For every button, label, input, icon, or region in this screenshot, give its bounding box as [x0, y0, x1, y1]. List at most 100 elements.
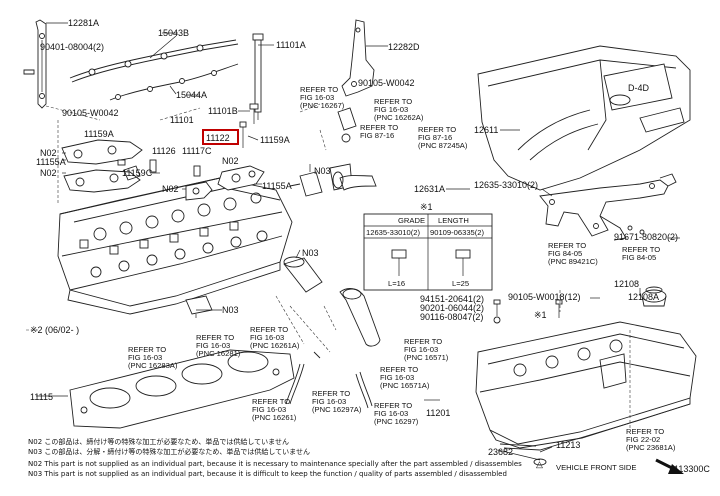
bolt-table-len1: L=16: [388, 279, 405, 288]
cover-logo: D-4D: [628, 83, 650, 93]
svg-text:REFER TO: REFER TO: [374, 97, 412, 106]
label-94151: 94151-20641(2): [420, 294, 484, 304]
svg-text:REFER TO: REFER TO: [380, 365, 418, 374]
svg-text:REFER TO: REFER TO: [312, 389, 350, 398]
svg-text:FIG 84-05: FIG 84-05: [548, 249, 582, 258]
svg-text:REFER TO: REFER TO: [548, 241, 586, 250]
bolt-table-col2: LENGTH: [438, 216, 469, 225]
cover-bracket-12631a: [539, 173, 677, 241]
svg-text:(PNC 16281): (PNC 16281): [196, 349, 241, 358]
label-11159a-right: 11159A: [260, 135, 290, 145]
label-n03-a: N03: [314, 166, 331, 176]
svg-text:FIG 16-03: FIG 16-03: [374, 105, 408, 114]
footnote-n03-en: N03 This part is not supplied as an indi…: [28, 470, 507, 478]
svg-text:FIG 16-03: FIG 16-03: [196, 341, 230, 350]
svg-text:REFER TO: REFER TO: [360, 123, 398, 132]
bolt-table-row2: 90109-06335(2): [430, 228, 485, 237]
label-12282d: 12282D: [388, 42, 420, 52]
bolt-11122: [239, 103, 259, 148]
svg-text:FIG 16-03: FIG 16-03: [128, 353, 162, 362]
leader-lines: [26, 22, 680, 461]
svg-text:REFER TO: REFER TO: [404, 337, 442, 346]
cam-caps-left: [61, 139, 143, 193]
sensor-pipes-center: [289, 107, 377, 197]
label-90116: 90116-08047(2): [420, 312, 483, 322]
figure-number: 113300C: [674, 464, 710, 474]
label-12631a: 12631A: [414, 184, 445, 194]
svg-text:FIG 16-03: FIG 16-03: [374, 409, 408, 418]
label-15043b: 15043B: [158, 28, 189, 38]
bolt-11101a: [252, 33, 264, 120]
label-note2: ※2 (06/02- ): [30, 325, 79, 335]
label-11159c: 11159C: [122, 168, 153, 178]
svg-text:(PNC 16571A): (PNC 16571A): [380, 381, 430, 390]
label-11155a-center: 11155A: [262, 181, 292, 191]
label-11213: 11213: [556, 440, 580, 450]
svg-text:(PNC 16262A): (PNC 16262A): [374, 113, 424, 122]
label-90105-a: 90105-W0042: [358, 78, 415, 88]
bolt-table-text: GRADE LENGTH 12635-33010(2) 90109-06335(…: [366, 216, 485, 288]
label-91671: 91671-80820(2): [614, 232, 678, 242]
svg-text:(PNC 16261A): (PNC 16261A): [250, 341, 300, 350]
label-n02-b: N02: [40, 168, 57, 178]
svg-text:(PNC 16283A): (PNC 16283A): [128, 361, 178, 370]
svg-text:FIG 87-16: FIG 87-16: [360, 131, 394, 140]
small-bolts-94151: [493, 299, 563, 324]
head-gasket-11115: [69, 349, 295, 429]
label-23682: 23682: [488, 447, 513, 457]
label-11159a-left: 11159A: [84, 129, 114, 139]
label-note1-b: ※1: [534, 310, 547, 320]
label-12108: 12108: [614, 279, 639, 289]
part-labels: 12281A 15043B 90401-08004(2) 11101A 1228…: [30, 18, 710, 474]
label-mark: △: [536, 459, 543, 469]
svg-text:(PNC 16297A): (PNC 16297A): [312, 405, 362, 414]
label-90105-c: 90105-W0018(12): [508, 292, 581, 302]
footnote-n02-en: N02 This part is not supplied as an indi…: [28, 460, 522, 468]
engine-cover-12611: D-4D: [477, 45, 691, 191]
gasket-11213: [499, 403, 691, 451]
svg-text:REFER TO: REFER TO: [626, 427, 664, 436]
head-cover-11201: [475, 321, 697, 449]
svg-text:FIG 87-16: FIG 87-16: [418, 133, 452, 142]
label-12281a: 12281A: [68, 18, 99, 28]
svg-text:(PNC 16261): (PNC 16261): [252, 413, 297, 422]
cam-caps-center: [123, 159, 265, 201]
label-11126: 11126: [152, 146, 176, 156]
svg-text:REFER TO: REFER TO: [128, 345, 166, 354]
label-11122: 11122: [206, 133, 230, 143]
svg-text:REFER TO: REFER TO: [374, 401, 412, 410]
oil-cap-12108a: [641, 286, 667, 307]
svg-text:FIG 16-03: FIG 16-03: [300, 93, 334, 102]
svg-text:FIG 16-03: FIG 16-03: [252, 405, 286, 414]
label-n03-b: N03: [302, 248, 319, 258]
label-n02-c: N02: [162, 184, 179, 194]
label-90401: 90401-08004(2): [40, 42, 104, 52]
gasket-23682: [533, 458, 547, 466]
label-12635: 12635-33010(2): [474, 180, 538, 190]
label-11101: 11101: [170, 115, 194, 125]
bracket-12281a: [23, 19, 47, 109]
svg-text:REFER TO: REFER TO: [300, 85, 338, 94]
svg-text:(PNC 16571): (PNC 16571): [404, 353, 449, 362]
svg-text:REFER TO: REFER TO: [196, 333, 234, 342]
label-15044a: 15044A: [176, 90, 207, 100]
label-90201: 90201-06044(2): [420, 303, 484, 313]
svg-text:FIG 16-03: FIG 16-03: [250, 333, 284, 342]
svg-text:(PNC 16297): (PNC 16297): [374, 417, 419, 426]
svg-text:(PNC 23681A): (PNC 23681A): [626, 443, 676, 452]
svg-text:REFER TO: REFER TO: [418, 125, 456, 134]
svg-text:FIG 16-03: FIG 16-03: [404, 345, 438, 354]
label-11117c: 11117C: [182, 146, 212, 156]
svg-text:FIG 22-02: FIG 22-02: [626, 435, 660, 444]
